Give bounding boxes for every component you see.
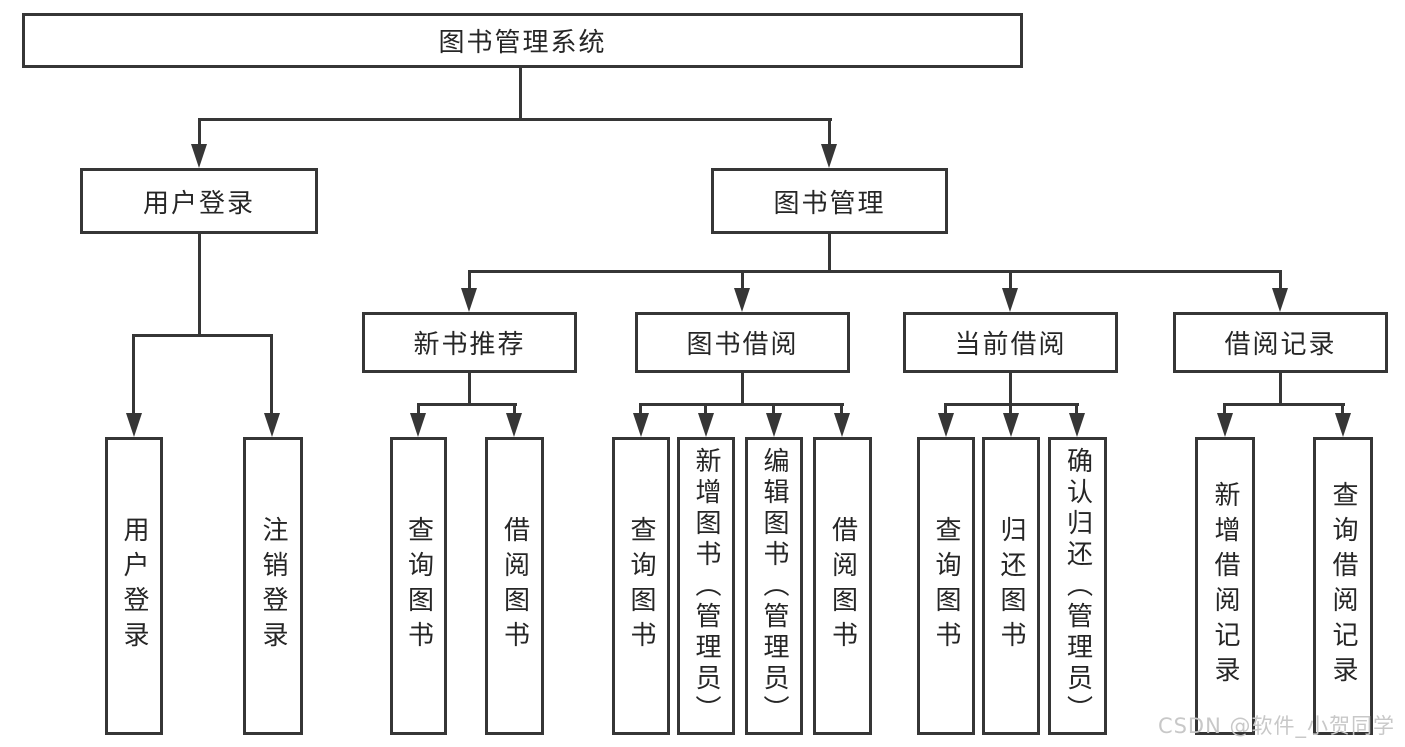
connector-line xyxy=(1279,270,1282,291)
arrow-head xyxy=(766,413,782,437)
connector-line xyxy=(198,118,201,146)
node-new-book-recommend-label: 新书推荐 xyxy=(413,330,526,360)
leaf-edit-book-admin-label: 编辑图书（管理员） xyxy=(759,446,789,726)
connector-line xyxy=(468,270,1282,273)
node-new-book-recommend: 新书推荐 xyxy=(362,312,577,373)
arrow-head xyxy=(1217,413,1233,437)
connector-line xyxy=(417,403,517,406)
node-book-management-label: 图书管理 xyxy=(773,188,886,219)
arrow-head xyxy=(1003,413,1019,437)
node-user-login-label: 用户登录 xyxy=(142,188,255,219)
connector-line xyxy=(741,270,744,291)
node-borrow-records-label: 借阅记录 xyxy=(1224,330,1337,360)
leaf-recommend-query-books-label: 查询图书 xyxy=(403,516,434,656)
node-borrow-records: 借阅记录 xyxy=(1173,312,1388,373)
node-current-borrow: 当前借阅 xyxy=(903,312,1118,373)
leaf-query-borrow-record: 查询借阅记录 xyxy=(1313,437,1373,735)
node-root: 图书管理系统 xyxy=(22,13,1023,68)
connector-line xyxy=(772,403,775,416)
leaf-return-book-label: 归还图书 xyxy=(996,516,1026,656)
node-user-login: 用户登录 xyxy=(80,168,318,234)
connector-line xyxy=(1009,403,1012,416)
connector-line xyxy=(198,118,832,121)
connector-line xyxy=(704,403,707,416)
connector-line xyxy=(1223,403,1226,416)
arrow-head xyxy=(264,413,280,437)
arrow-head xyxy=(1002,288,1018,312)
arrow-head xyxy=(734,288,750,312)
leaf-add-book-admin: 新增图书（管理员） xyxy=(677,437,735,735)
leaf-add-book-admin-label: 新增图书（管理员） xyxy=(691,446,721,726)
connector-line xyxy=(417,403,420,416)
connector-line xyxy=(468,270,471,291)
connector-line xyxy=(828,118,831,146)
connector-line xyxy=(944,403,947,416)
arrow-head xyxy=(1335,413,1351,437)
connector-line xyxy=(1279,371,1282,406)
arrow-head xyxy=(191,144,207,168)
leaf-current-query-books-label: 查询图书 xyxy=(931,516,961,656)
leaf-borrow-books-label: 借阅图书 xyxy=(827,516,858,656)
arrow-head xyxy=(698,413,714,437)
connector-line xyxy=(270,334,273,416)
arrow-head xyxy=(633,413,649,437)
connector-line xyxy=(132,334,135,416)
leaf-current-query-books: 查询图书 xyxy=(917,437,975,735)
connector-line xyxy=(513,403,516,416)
leaf-add-borrow-record: 新增借阅记录 xyxy=(1195,437,1255,735)
leaf-edit-book-admin: 编辑图书（管理员） xyxy=(745,437,803,735)
connector-line xyxy=(639,403,844,406)
connector-line xyxy=(198,232,201,337)
leaf-user-login-label: 用户登录 xyxy=(119,516,149,656)
leaf-query-borrow-record-label: 查询借阅记录 xyxy=(1328,481,1358,691)
connector-line xyxy=(468,371,471,406)
arrow-head xyxy=(938,413,954,437)
connector-line xyxy=(840,403,843,416)
leaf-recommend-borrow-books: 借阅图书 xyxy=(485,437,544,735)
arrow-head xyxy=(1069,413,1085,437)
connector-line xyxy=(741,371,744,406)
connector-line xyxy=(828,232,831,273)
leaf-confirm-return-admin: 确认归还（管理员） xyxy=(1048,437,1107,735)
connector-line xyxy=(1223,403,1345,406)
leaf-recommend-borrow-books-label: 借阅图书 xyxy=(499,516,530,656)
leaf-logout-label: 注销登录 xyxy=(258,516,288,656)
arrow-head xyxy=(834,413,850,437)
connector-line xyxy=(1009,371,1012,406)
connector-line xyxy=(1075,403,1078,416)
leaf-borrow-books: 借阅图书 xyxy=(813,437,872,735)
connector-line xyxy=(1009,270,1012,291)
arrow-head xyxy=(1272,288,1288,312)
node-book-borrow-label: 图书借阅 xyxy=(686,330,799,360)
csdn-watermark: CSDN @软件_小贺同学 xyxy=(1157,714,1395,738)
arrow-head xyxy=(410,413,426,437)
connector-line xyxy=(519,66,522,121)
leaf-confirm-return-admin-label: 确认归还（管理员） xyxy=(1062,446,1093,726)
arrow-head xyxy=(821,144,837,168)
arrow-head xyxy=(461,288,477,312)
connector-line xyxy=(639,403,642,416)
leaf-return-book: 归还图书 xyxy=(982,437,1040,735)
node-root-label: 图书管理系统 xyxy=(438,28,607,58)
connector-line xyxy=(1341,403,1344,416)
leaf-recommend-query-books: 查询图书 xyxy=(390,437,447,735)
leaf-user-login: 用户登录 xyxy=(105,437,163,735)
leaf-logout: 注销登录 xyxy=(243,437,303,735)
node-book-management: 图书管理 xyxy=(711,168,948,234)
arrow-head xyxy=(126,413,142,437)
node-book-borrow: 图书借阅 xyxy=(635,312,850,373)
node-current-borrow-label: 当前借阅 xyxy=(954,330,1067,360)
leaf-borrow-query-books: 查询图书 xyxy=(612,437,670,735)
arrow-head xyxy=(506,413,522,437)
connector-line xyxy=(132,334,273,337)
leaf-add-borrow-record-label: 新增借阅记录 xyxy=(1210,481,1240,691)
leaf-borrow-query-books-label: 查询图书 xyxy=(626,516,656,656)
